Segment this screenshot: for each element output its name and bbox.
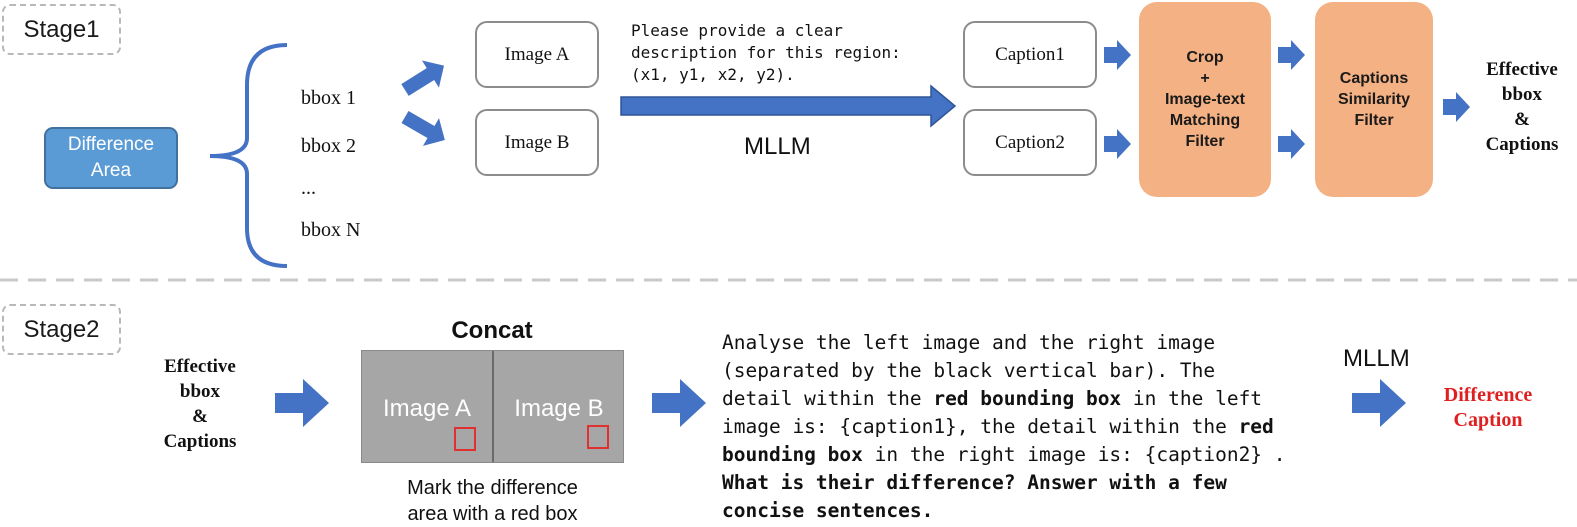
concat-title: Concat bbox=[451, 317, 533, 344]
arrow-up-right bbox=[401, 60, 445, 96]
prompt-line5-bold: bounding box bbox=[722, 443, 863, 466]
prompt-line4: image is: {caption1}, the detail within … bbox=[722, 413, 1286, 441]
bbox-2-label: bbox 2 bbox=[301, 135, 356, 157]
difference-area-line2: Area bbox=[90, 160, 132, 181]
arrow-filter-output bbox=[1443, 92, 1470, 122]
stage2-tag: Stage2 bbox=[2, 304, 121, 355]
effective-input-stage2: Effective bbox & Captions bbox=[163, 356, 237, 452]
prompt-line1: Analyse the left image and the right ima… bbox=[722, 329, 1286, 357]
mllm-label-stage2: MLLM bbox=[1343, 345, 1410, 372]
concat-image-b-label: Image B bbox=[514, 395, 604, 422]
image-a-box: Image A bbox=[475, 21, 599, 88]
difference-prompt: Analyse the left image and the right ima… bbox=[722, 329, 1286, 525]
concat-divider bbox=[492, 351, 494, 462]
prompt-line5: bounding box in the right image is: {cap… bbox=[722, 441, 1286, 469]
arrow-input-concat bbox=[275, 379, 329, 427]
prompt-line7-bold: concise sentences. bbox=[722, 499, 934, 522]
difference-area-line1: Difference bbox=[67, 134, 155, 155]
region-prompt-line3: (x1, y1, x2, y2). bbox=[631, 65, 795, 84]
caption1-box: Caption1 bbox=[963, 21, 1097, 88]
prompt-line2-text: (separated by the black vertical bar). T… bbox=[722, 359, 1216, 382]
mllm-label-stage1: MLLM bbox=[744, 133, 811, 160]
prompt-line6-bold: What is their difference? Answer with a … bbox=[722, 471, 1227, 494]
prompt-line3-a: detail within the bbox=[722, 387, 934, 410]
arrow-caption1-filter bbox=[1104, 40, 1131, 70]
concat-image: Image A Image B bbox=[361, 350, 624, 463]
curly-brace bbox=[209, 43, 288, 268]
concat-note: Mark the difference area with a red box bbox=[361, 475, 624, 527]
arrow-filter-filter-top bbox=[1278, 40, 1305, 70]
region-prompt-line1: Please provide a clear bbox=[631, 21, 843, 40]
arrow-prompt-output bbox=[1352, 379, 1406, 427]
prompt-line6: What is their difference? Answer with a … bbox=[722, 469, 1286, 497]
red-box-left bbox=[454, 427, 476, 451]
prompt-line5-b: in the right image is: {caption2} . bbox=[862, 443, 1286, 466]
bbox-ellipsis: ... bbox=[301, 177, 316, 199]
region-prompt: Please provide a clear description for t… bbox=[631, 20, 901, 86]
concat-image-a-label: Image A bbox=[382, 395, 472, 422]
image-b-box: Image B bbox=[475, 109, 599, 176]
prompt-line3-c: in the left bbox=[1121, 387, 1263, 410]
mllm-long-arrow bbox=[620, 84, 957, 128]
prompt-line4-bold: red bbox=[1238, 415, 1274, 438]
stage1-tag: Stage1 bbox=[2, 4, 121, 55]
region-prompt-line2: description for this region: bbox=[631, 43, 901, 62]
concat-note-line2: area with a red box bbox=[407, 503, 578, 525]
bbox-1-label: bbox 1 bbox=[301, 87, 356, 109]
arrow-down-right bbox=[401, 110, 445, 146]
arrow-filter-filter-bottom bbox=[1278, 129, 1305, 159]
prompt-line3-bold: red bounding box bbox=[933, 387, 1122, 410]
crop-matching-filter: Crop + Image-text Matching Filter bbox=[1139, 2, 1271, 197]
concat-note-line1: Mark the difference bbox=[407, 477, 578, 499]
difference-caption-output: Difference Caption bbox=[1443, 384, 1533, 431]
prompt-line1-text: Analyse the left image and the right ima… bbox=[722, 331, 1216, 354]
similarity-filter: Captions Similarity Filter bbox=[1315, 2, 1433, 197]
prompt-line2: (separated by the black vertical bar). T… bbox=[722, 357, 1286, 385]
prompt-line4-a: image is: {caption1}, the detail within … bbox=[722, 415, 1239, 438]
effective-output-stage1: Effective bbox & Captions bbox=[1485, 59, 1559, 155]
caption2-box: Caption2 bbox=[963, 109, 1097, 176]
arrow-concat-prompt bbox=[652, 379, 706, 427]
arrow-caption2-filter bbox=[1104, 129, 1131, 159]
difference-area-box: Difference Area bbox=[44, 127, 178, 189]
red-box-right bbox=[587, 425, 609, 449]
prompt-line7: concise sentences. bbox=[722, 497, 1286, 525]
bbox-n-label: bbox N bbox=[301, 219, 361, 241]
prompt-line3: detail within the red bounding box in th… bbox=[722, 385, 1286, 413]
